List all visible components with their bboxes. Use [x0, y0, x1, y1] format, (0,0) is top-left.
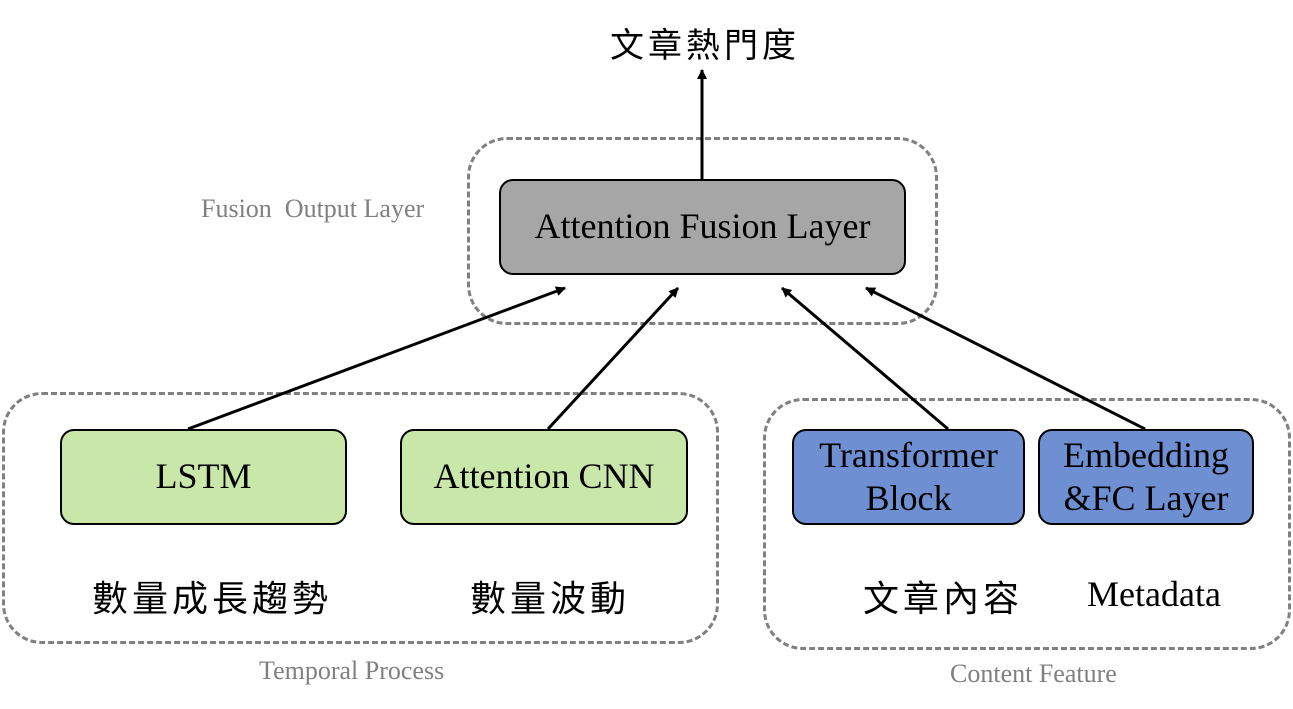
- arrow-embedding-to-fusion: [865, 286, 1146, 431]
- arrow-lstm-to-fusion: [187, 286, 566, 431]
- lstm-node: LSTM: [60, 429, 347, 525]
- transformer-block-node: Transformer Block: [792, 429, 1025, 525]
- arrow-attention-cnn-to-fusion: [546, 286, 680, 431]
- content-feature-group-label: Content Feature: [950, 659, 1117, 688]
- embedding-input-label: Metadata: [1087, 574, 1221, 614]
- attention-cnn-node: Attention CNN: [400, 429, 688, 525]
- attention-fusion-layer-node: Attention Fusion Layer: [499, 179, 906, 275]
- lstm-input-label: 數量成長趨勢: [92, 579, 333, 620]
- content-feature-group: [763, 398, 1291, 650]
- arrow-transformer-to-fusion: [781, 286, 949, 431]
- temporal-process-group-label: Temporal Process: [259, 656, 445, 685]
- embedding-fc-layer-node: Embedding &FC Layer: [1038, 429, 1254, 525]
- output-title: 文章熱門度: [610, 26, 800, 66]
- transformer-input-label: 文章內容: [863, 579, 1024, 620]
- attention-cnn-input-label: 數量波動: [470, 579, 631, 620]
- fusion-output-group-label: Fusion Output Layer: [201, 194, 425, 223]
- temporal-process-group: [2, 392, 719, 644]
